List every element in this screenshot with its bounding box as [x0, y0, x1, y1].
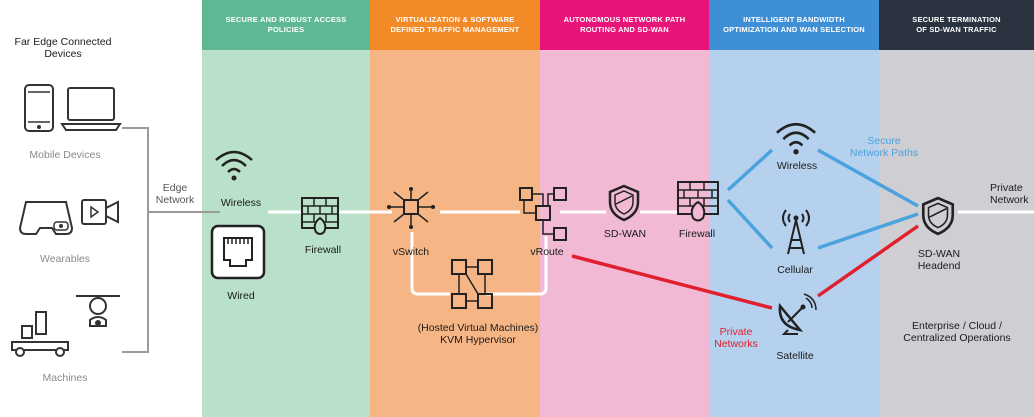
wearables-label: Wearables [40, 253, 90, 265]
headend-shield-icon [921, 196, 955, 236]
enterprise-label: Enterprise / Cloud / Centralized Operati… [903, 320, 1011, 344]
sdwan-label: SD-WAN [603, 228, 647, 240]
camera-icon [81, 199, 119, 225]
vroute-label: vRoute [530, 246, 564, 258]
column-routing: AUTONOMOUS NETWORK PATH ROUTING AND SD-W… [540, 0, 709, 417]
firewall2-icon [677, 181, 719, 222]
hypervisor-label: (Hosted Virtual Machines) KVM Hypervisor [417, 322, 539, 346]
header-access: SECURE AND ROBUST ACCESS POLICIES [202, 0, 370, 50]
satellite-dish-icon [778, 293, 817, 335]
secure-path-lines [726, 148, 919, 250]
vr-headset-icon [18, 201, 74, 235]
robot-machine-icon [11, 311, 69, 357]
vroute-icon [519, 187, 567, 241]
drone-icon [76, 295, 120, 327]
private-network-label: Private Network [990, 182, 1029, 206]
ethernet-port-icon [210, 224, 266, 280]
firewall2-label: Firewall [678, 228, 716, 240]
edge-network-label: Edge Network [155, 182, 195, 206]
vswitch-icon [387, 187, 435, 229]
vswitch-label: vSwitch [392, 246, 430, 258]
firewall-icon [301, 197, 339, 235]
header-routing: AUTONOMOUS NETWORK PATH ROUTING AND SD-W… [540, 0, 709, 50]
laptop-icon [60, 87, 122, 131]
header-bandwidth: INTELLIGENT BANDWIDTH OPTIMIZATION AND W… [709, 0, 879, 50]
private-path-lines [571, 224, 920, 310]
headend-label: SD-WAN Headend [917, 248, 961, 272]
firewall-label: Firewall [304, 244, 342, 256]
wireless2-label: Wireless [776, 160, 818, 172]
cellular-label: Cellular [777, 264, 813, 276]
wired-label: Wired [227, 290, 255, 302]
wifi-icon [215, 150, 253, 181]
satellite-label: Satellite [776, 350, 814, 362]
header-virtualization: VIRTUALIZATION & SOFTWARE DEFINED TRAFFI… [370, 0, 540, 50]
wireless-label: Wireless [220, 197, 262, 209]
header-termination: SECURE TERMINATION OF SD-WAN TRAFFIC [879, 0, 1034, 50]
column-access: SECURE AND ROBUST ACCESS POLICIES [202, 0, 370, 417]
hypervisor-loop-line [410, 232, 548, 296]
tablet-icon [24, 84, 54, 132]
secure-paths-label: Secure Network Paths [849, 135, 919, 159]
devices-title: Far Edge Connected Devices [14, 36, 112, 60]
column-virtualization: VIRTUALIZATION & SOFTWARE DEFINED TRAFFI… [370, 0, 540, 417]
column-termination: SECURE TERMINATION OF SD-WAN TRAFFIC [879, 0, 1034, 417]
mobile-devices-label: Mobile Devices [29, 149, 101, 161]
cell-tower-icon [782, 209, 810, 255]
machines-label: Machines [42, 372, 88, 384]
private-networks-label: Private Networks [714, 326, 758, 350]
shield-icon [608, 184, 640, 222]
device-bracket-line [122, 127, 149, 353]
virtual-machines-icon [451, 259, 493, 309]
wireless2-wifi-icon [776, 122, 816, 155]
